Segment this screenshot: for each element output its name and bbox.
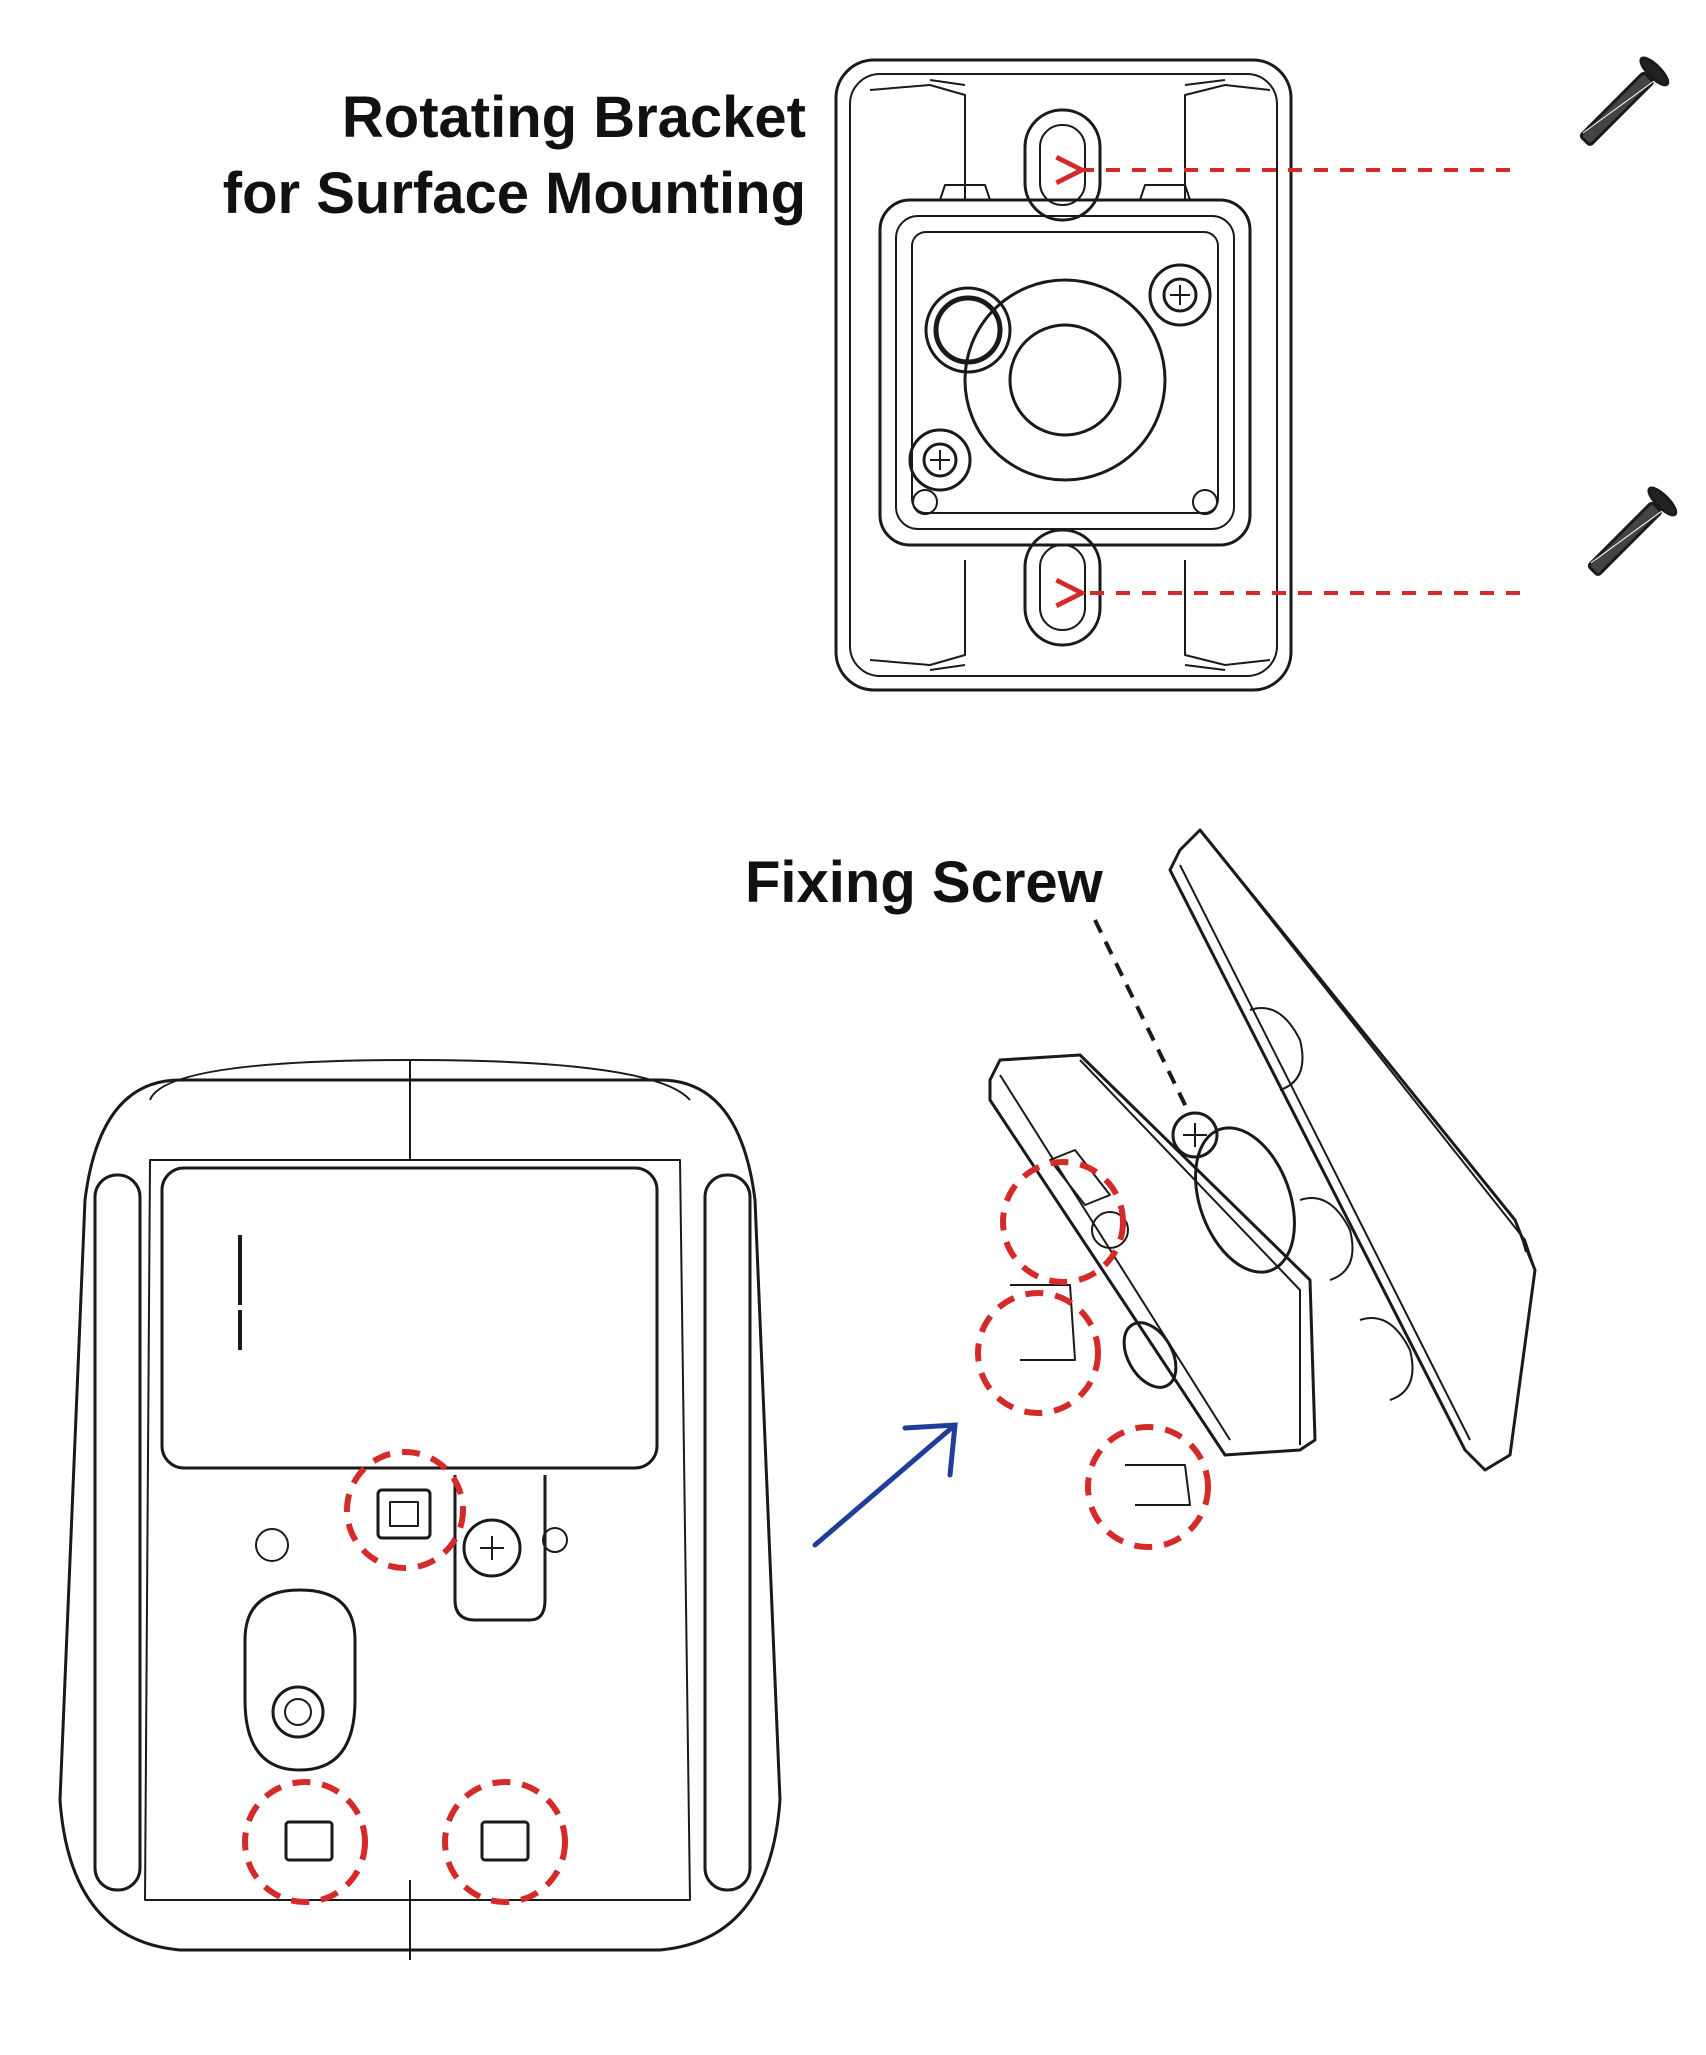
callout-iso-lower xyxy=(1085,1424,1211,1550)
iso-wall-plate xyxy=(1168,828,1537,1472)
device-outer-shell xyxy=(58,1078,782,1952)
device-tab-right xyxy=(480,1820,530,1862)
iso-callouts xyxy=(975,1159,1211,1550)
callout-tab-left xyxy=(242,1779,368,1905)
device-label-plate xyxy=(160,1166,659,1470)
device-socket xyxy=(376,1488,432,1540)
callout-iso-middle xyxy=(975,1290,1101,1416)
bracket-outer-plate xyxy=(834,58,1293,692)
device-latch xyxy=(453,1475,547,1622)
device-tab-left xyxy=(284,1820,334,1862)
iso-swivel-ball xyxy=(1194,1126,1296,1274)
device-callouts xyxy=(242,1449,568,1905)
attach-arrow xyxy=(812,1422,958,1548)
device-cable-slot xyxy=(243,1588,357,1772)
fixing-screw-leader xyxy=(1093,919,1192,1116)
bracket-top-slot xyxy=(1023,108,1102,222)
bracket-knob xyxy=(924,286,1012,374)
screw-guide-lines xyxy=(1082,170,1520,593)
fixing-screw-icon xyxy=(1171,1111,1219,1159)
bracket-isometric xyxy=(988,828,1537,1506)
fixing-screw-label: Fixing Screw xyxy=(745,850,1103,915)
bracket-screw-top-right xyxy=(1148,263,1212,327)
bracket-inner-housing xyxy=(878,198,1252,547)
iso-mount-block xyxy=(988,1053,1317,1457)
rotating-bracket-label-line1: Rotating Bracket xyxy=(341,85,806,150)
callout-iso-upper xyxy=(1000,1159,1126,1285)
callout-tab-right xyxy=(442,1779,568,1905)
bracket-bottom-slot xyxy=(1023,528,1102,647)
device-latch-screw xyxy=(462,1518,522,1578)
bracket-screw-bottom-left xyxy=(908,428,972,492)
rotating-bracket-front xyxy=(834,58,1293,692)
rotating-bracket-label-line2: for Surface Mounting xyxy=(222,161,806,226)
device-right-grip xyxy=(703,1173,752,1892)
device-back-view xyxy=(58,1059,782,1960)
device-left-grip xyxy=(93,1173,142,1892)
bracket-center-disc xyxy=(963,278,1167,482)
wall-screw-icon xyxy=(1579,56,1670,146)
callout-socket xyxy=(344,1449,466,1571)
wall-screw-icon xyxy=(1587,486,1678,576)
